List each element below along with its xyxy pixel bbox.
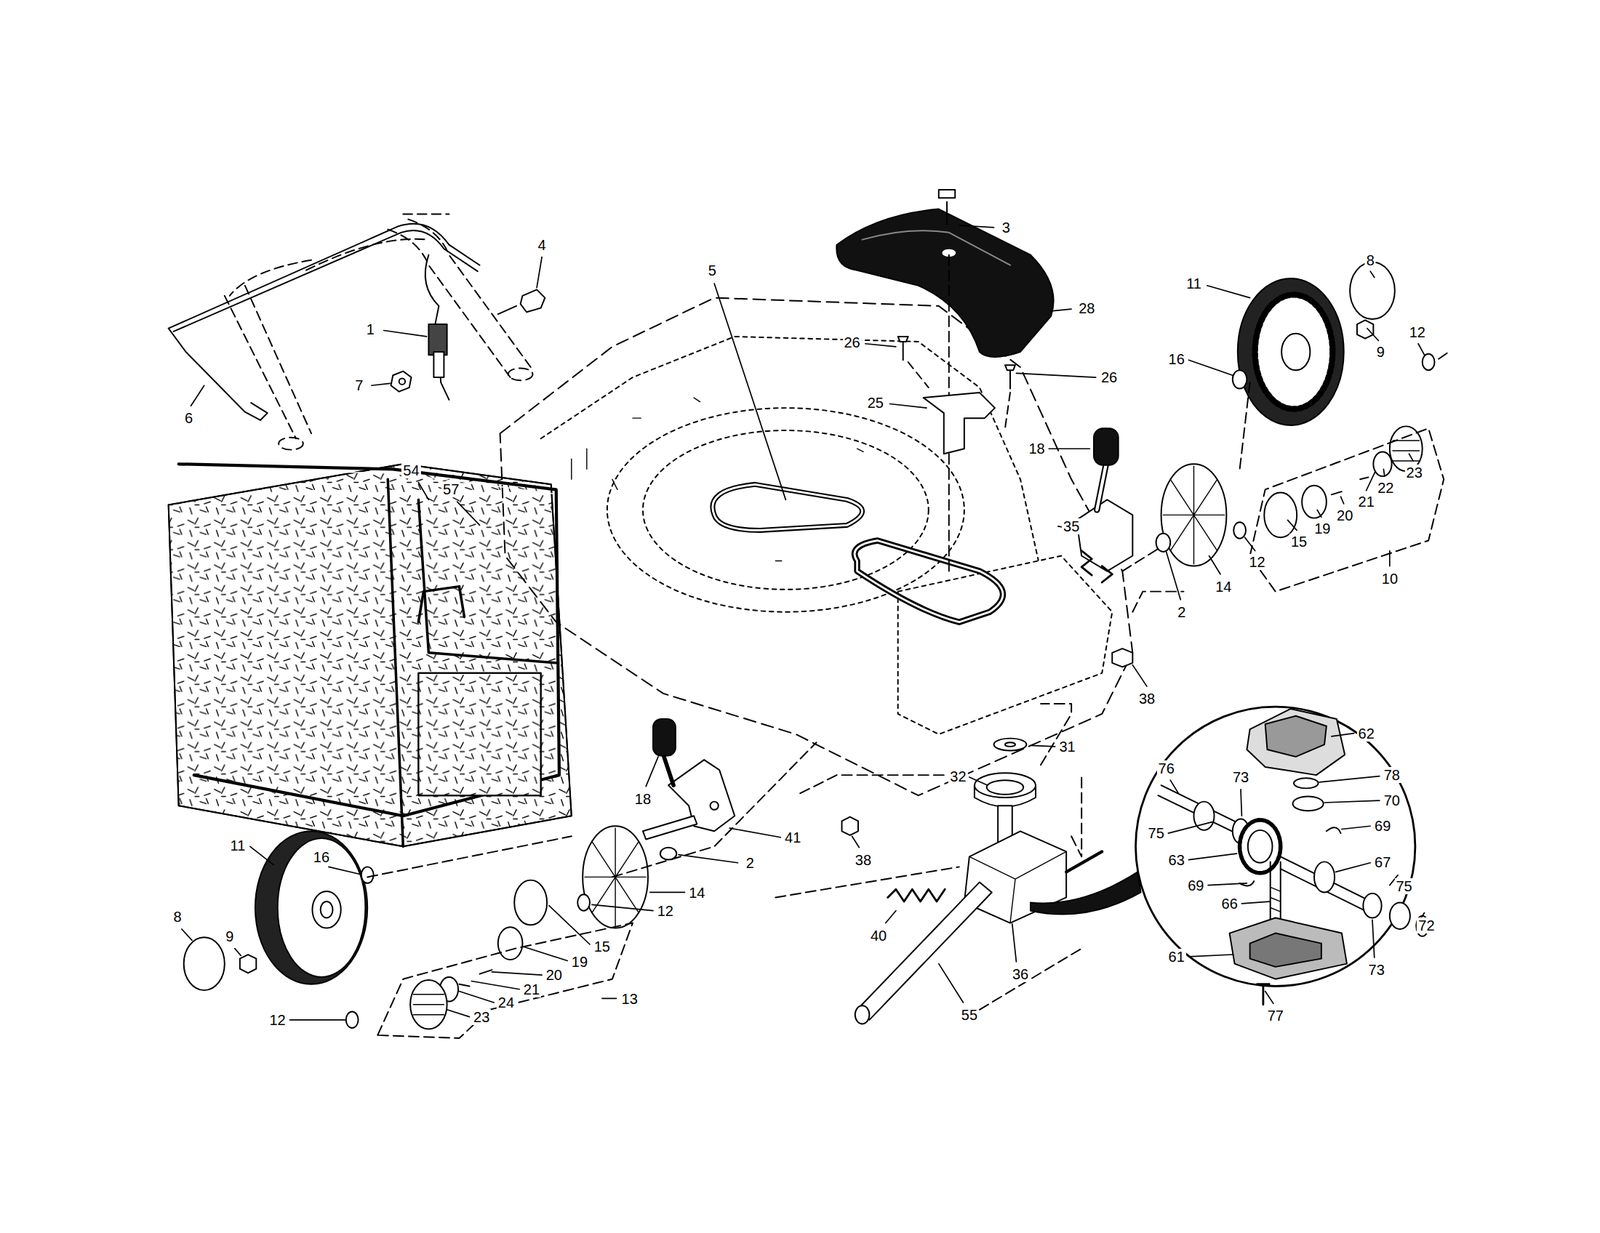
grass-bag <box>168 464 572 847</box>
callout-number: 55 <box>960 1007 979 1024</box>
callout-number: 21 <box>1357 493 1376 510</box>
callout-number: 69 <box>1186 877 1206 894</box>
callout-number: 1 <box>365 321 376 338</box>
callout-number: 2 <box>744 855 756 872</box>
callout-number: 23 <box>472 1009 491 1026</box>
callout-number: 18 <box>633 791 653 808</box>
right-height-adjuster <box>1076 428 1171 583</box>
drive-belt <box>712 484 1003 622</box>
callout-number: 19 <box>570 954 590 971</box>
callout-number: 38 <box>853 852 873 869</box>
callout-number: 69 <box>1373 818 1392 835</box>
callout-number: 70 <box>1382 792 1402 809</box>
callout-number: 7 <box>353 377 365 394</box>
callout-number: 3 <box>1000 219 1012 236</box>
callout-number: 12 <box>656 903 675 920</box>
callout-number: 25 <box>866 394 886 411</box>
callout-number: 4 <box>536 237 547 254</box>
callout-number: 78 <box>1382 767 1402 784</box>
callout-number: 9 <box>224 928 235 945</box>
callout-number: 6 <box>183 410 195 427</box>
callout-number: 76 <box>1157 760 1176 777</box>
callout-number: 20 <box>544 967 564 984</box>
callout-number: 15 <box>592 938 612 955</box>
callout-number: 8 <box>1365 252 1376 269</box>
callout-number: 14 <box>687 885 707 902</box>
bail <box>168 224 480 421</box>
callout-number: 23 <box>1405 464 1424 481</box>
callout-number: 18 <box>1026 440 1046 457</box>
callout-number: 16 <box>312 849 331 866</box>
callout-number: 26 <box>1099 369 1119 386</box>
callout-number: 75 <box>1394 878 1414 895</box>
callout-number: 41 <box>783 829 803 846</box>
callout-number: 38 <box>1137 690 1157 707</box>
callout-number: 77 <box>1266 1008 1286 1024</box>
callout-number: 54 <box>401 462 421 479</box>
callout-number: 62 <box>1357 725 1376 742</box>
callout-number: 16 <box>1167 351 1187 368</box>
left-height-adjuster <box>642 719 735 861</box>
callout-number: 24 <box>496 994 516 1011</box>
callout-number: 73 <box>1367 962 1387 979</box>
gearbox-detail <box>1136 706 1430 1006</box>
callout-number: 35 <box>1061 518 1081 535</box>
callout-number: 19 <box>1312 520 1332 537</box>
callout-number: 72 <box>1416 917 1436 934</box>
callout-number: 28 <box>1077 300 1096 317</box>
callout-number: 26 <box>842 334 862 351</box>
callout-number: 67 <box>1373 854 1392 871</box>
right-wheel <box>1112 262 1449 668</box>
callout-number: 36 <box>1010 966 1030 983</box>
callout-number: 5 <box>706 262 718 279</box>
left-wheel <box>184 742 817 1039</box>
belt-cover <box>836 189 1054 572</box>
callout-number: 21 <box>522 981 542 998</box>
cable-clamp <box>390 255 545 400</box>
handle <box>224 214 534 451</box>
callout-number: 2 <box>1176 604 1187 621</box>
callout-number: 57 <box>441 481 461 498</box>
callout-number: 75 <box>1146 825 1166 842</box>
callout-number: 12 <box>1247 554 1267 571</box>
callout-number: 20 <box>1335 507 1355 524</box>
callout-number: 12 <box>268 1012 288 1029</box>
callout-number: 9 <box>1375 344 1387 360</box>
mower-deck <box>500 298 1134 797</box>
callout-number: 14 <box>1213 578 1233 595</box>
callout-number: 40 <box>869 928 888 944</box>
callout-number: 31 <box>1057 738 1077 755</box>
callout-number: 15 <box>1289 533 1309 550</box>
callout-number: 10 <box>1380 570 1400 587</box>
callout-number: 63 <box>1167 852 1187 869</box>
callout-number: 11 <box>1184 275 1203 292</box>
callout-number: 12 <box>1408 324 1427 341</box>
callout-number: 8 <box>172 909 184 926</box>
callout-number: 66 <box>1220 896 1240 912</box>
callout-number: 22 <box>1376 480 1395 496</box>
callout-number: 13 <box>620 991 640 1008</box>
callout-number: 73 <box>1231 769 1251 786</box>
callout-number: 11 <box>229 837 248 854</box>
leader-lines <box>181 225 1425 1021</box>
transmission <box>775 704 1141 1024</box>
callout-number: 61 <box>1167 949 1187 966</box>
callout-number: 32 <box>948 768 968 785</box>
